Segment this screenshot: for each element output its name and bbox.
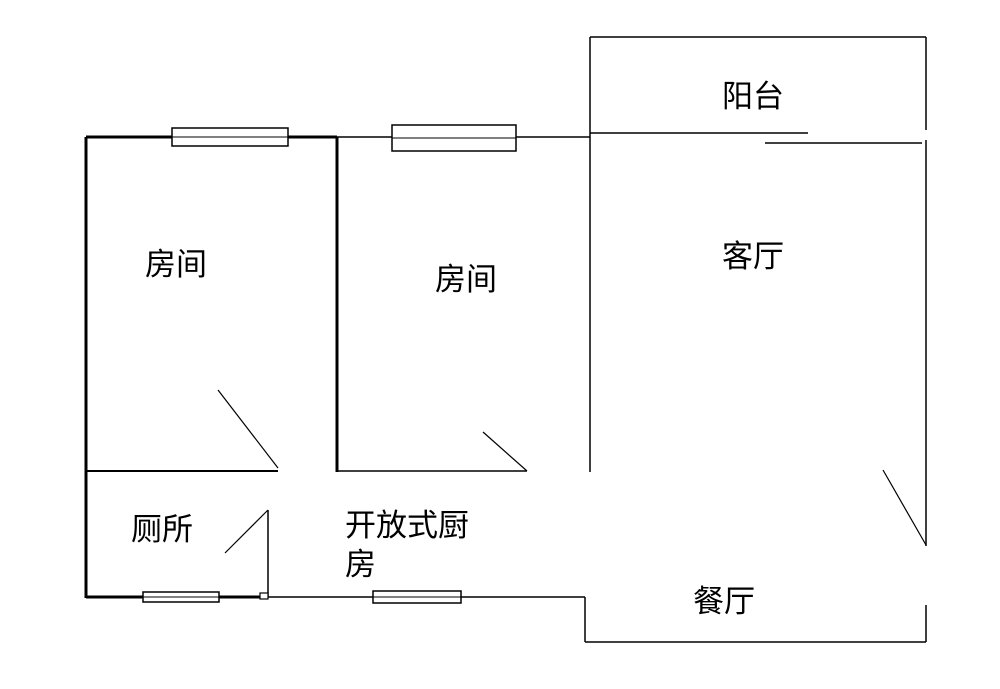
label-dining-room: 餐厅 — [693, 584, 755, 620]
label-bedroom-1: 房间 — [145, 247, 207, 283]
door-bedroom-2 — [482, 431, 528, 472]
door-bedroom-1 — [217, 389, 279, 469]
label-kitchen-line-1: 开放式厨 — [345, 508, 469, 544]
wall-post — [259, 592, 269, 600]
label-kitchen-line-2: 房 — [345, 547, 376, 583]
door-toilet — [224, 509, 269, 554]
label-bedroom-2: 房间 — [435, 262, 497, 298]
balcony-walls — [589, 36, 927, 144]
door-living-room — [882, 469, 927, 546]
dining-room-walls — [584, 597, 927, 643]
label-balcony: 阳台 — [722, 79, 784, 115]
label-living-room: 客厅 — [722, 239, 784, 275]
label-toilet: 厕所 — [131, 512, 193, 548]
